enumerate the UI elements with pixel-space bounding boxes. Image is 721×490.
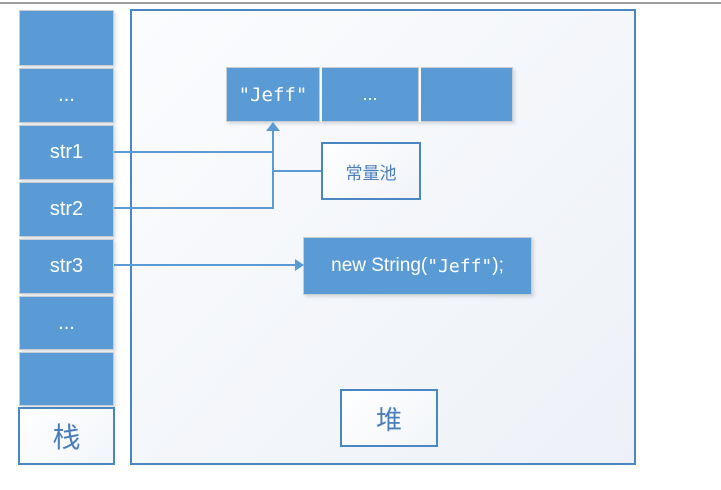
top-divider-line bbox=[0, 2, 721, 4]
arrowhead-to-new-string-icon bbox=[295, 259, 304, 271]
pointer-line-vertical bbox=[272, 130, 274, 209]
pointer-line-str3 bbox=[114, 264, 295, 266]
stack-cell-ellipsis-top: ... bbox=[19, 68, 114, 123]
stack-cell-empty-top bbox=[19, 10, 114, 66]
new-string-suffix: ); bbox=[492, 255, 504, 276]
pool-cell-jeff: "Jeff" bbox=[226, 67, 320, 122]
new-string-prefix: new String( bbox=[331, 255, 428, 276]
stack-cell-str3: str3 bbox=[19, 239, 114, 294]
new-string-literal: "Jeff" bbox=[427, 255, 493, 277]
stack-label: 栈 bbox=[52, 422, 81, 453]
constant-pool-label: 常量池 bbox=[345, 163, 397, 183]
pointer-line-str2 bbox=[114, 207, 274, 209]
stack-cell-str1: str1 bbox=[19, 125, 114, 180]
heap-label-box: 堆 bbox=[340, 389, 438, 447]
arrowhead-to-pool-jeff-icon bbox=[266, 122, 280, 131]
constant-pool-label-box: 常量池 bbox=[321, 142, 421, 200]
constant-pool-connector-line bbox=[274, 170, 321, 172]
new-string-object-box: new String("Jeff"); bbox=[303, 237, 532, 295]
pool-cell-empty bbox=[421, 67, 513, 122]
stack-cell-str2: str2 bbox=[19, 182, 114, 237]
string-pool-row: "Jeff" ... bbox=[226, 67, 513, 122]
stack-label-box: 栈 bbox=[18, 407, 115, 465]
pool-cell-ellipsis: ... bbox=[322, 67, 419, 122]
stack-cell-ellipsis-bottom: ... bbox=[19, 296, 114, 350]
pointer-line-str1 bbox=[114, 151, 274, 153]
heap-label: 堆 bbox=[375, 404, 402, 435]
stack-cell-empty-bottom bbox=[19, 352, 114, 406]
